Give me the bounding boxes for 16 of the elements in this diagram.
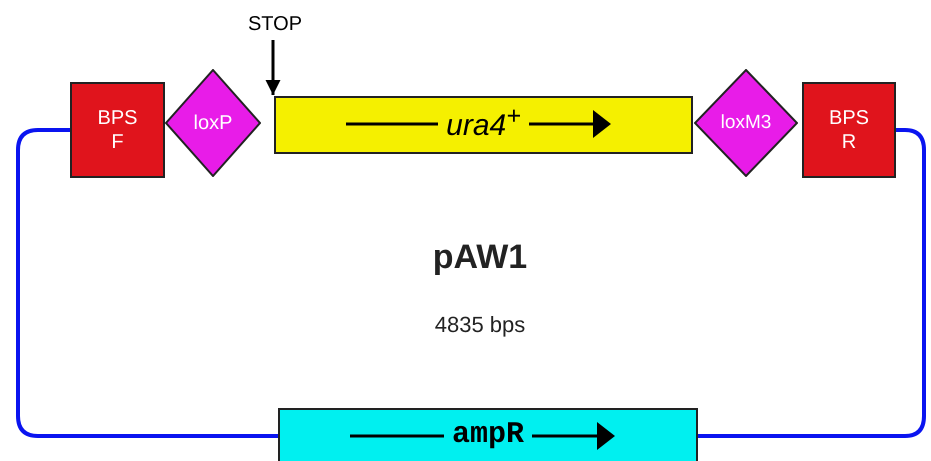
feature-name: STOP bbox=[248, 12, 302, 36]
plasmid-backbone bbox=[16, 128, 278, 438]
gene-bar bbox=[274, 96, 693, 154]
pointer-arrow bbox=[266, 40, 280, 95]
gene-bar bbox=[278, 408, 698, 461]
site-diamond bbox=[694, 69, 798, 177]
site-diamond bbox=[165, 69, 261, 177]
feature-name: loxP bbox=[194, 111, 232, 135]
plasmid-backbone bbox=[698, 128, 926, 438]
plasmid-name: pAW1 bbox=[432, 238, 528, 277]
feature-name: BPS R bbox=[828, 106, 870, 154]
feature-box bbox=[802, 82, 896, 178]
feature-name: loxM3 bbox=[720, 112, 772, 134]
plasmid-size: 4835 bps bbox=[434, 312, 526, 338]
feature-name: BPS F bbox=[96, 106, 139, 154]
feature-box bbox=[70, 82, 165, 178]
